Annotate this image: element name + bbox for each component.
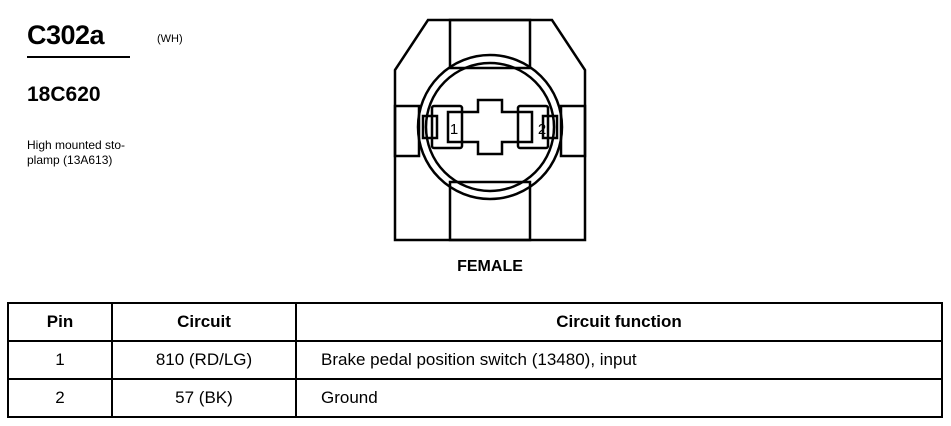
cell-pin: 2 [7,378,113,418]
connector-id-underline [27,56,130,58]
connector-color: (WH) [157,33,183,45]
connector-housing [393,18,587,242]
table-row: 1 810 (RD/LG) Brake pedal position switc… [7,340,943,380]
connector-tab-right [559,104,587,158]
header-circuit: Circuit [111,302,297,342]
cell-circuit-function: Brake pedal position switch (13480), inp… [295,340,943,380]
connector-id: C302a [27,20,105,50]
cell-circuit-function: Ground [295,378,943,418]
connector-key-bottom [448,180,532,242]
view-label: FEMALE [457,258,523,275]
pinout-table: Pin Circuit Circuit function 1 810 (RD/L… [7,302,943,418]
connector-face-diagram: 1 2 [393,18,587,242]
connector-tab-left [393,104,421,158]
table-header-row: Pin Circuit Circuit function [7,302,943,342]
cell-circuit: 810 (RD/LG) [111,340,297,380]
connector-latch-top [448,18,532,70]
header-circuit-function: Circuit function [295,302,943,342]
part-number: 18C620 [27,83,101,106]
table-row: 2 57 (BK) Ground [7,378,943,418]
connector-ring-outer [416,53,564,201]
terminal-pin-1-blade [421,114,439,140]
header-pin: Pin [7,302,113,342]
connector-description: High mounted sto- plamp (13A613) [27,138,126,167]
terminal-pin-2 [516,104,550,150]
terminal-pin-1 [430,104,464,150]
terminal-cavity [446,98,534,156]
terminal-pin-2-blade [541,114,559,140]
connector-ring-inner [424,61,556,193]
pin-label-2: 2 [538,121,546,138]
cell-pin: 1 [7,340,113,380]
cell-circuit: 57 (BK) [111,378,297,418]
pin-label-1: 1 [450,121,458,138]
